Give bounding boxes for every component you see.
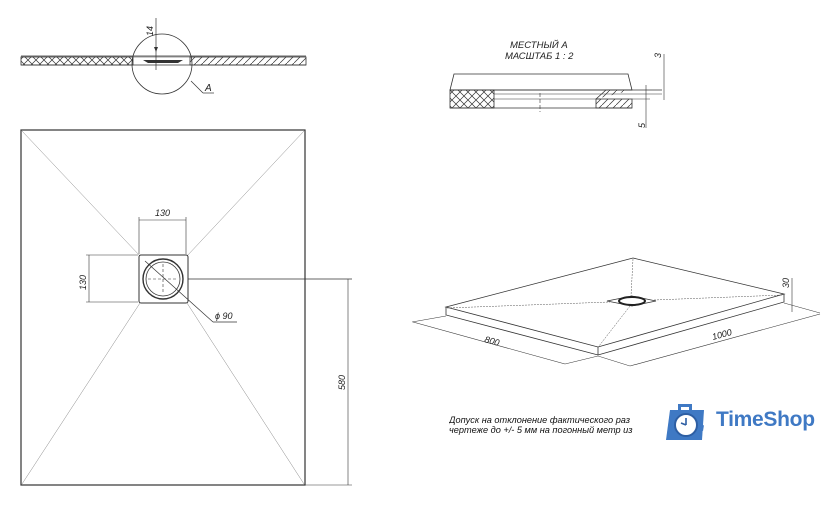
detail-title-line2: МАСШТАБ 1 : 2	[505, 51, 574, 62]
briefcase-clock-icon	[666, 404, 704, 440]
detail-dim-bottom: 5	[637, 122, 647, 128]
drain-offset-label: 580	[337, 375, 347, 390]
detail-title-line1: МЕСТНЫЙ А	[510, 39, 568, 51]
plan-view	[20, 129, 352, 486]
iso-length-label: 1000	[711, 327, 733, 342]
detail-marker: A	[204, 83, 212, 94]
iso-width-label: 800	[483, 334, 500, 348]
logo-text: TimeShop	[716, 408, 815, 431]
iso-height-label: 30	[781, 278, 791, 288]
section-view	[20, 18, 307, 95]
tolerance-note-line1: Допуск на отклонение фактического раз	[449, 415, 630, 425]
drain-height-label: 130	[78, 275, 88, 290]
tolerance-note-line2: чертеже до +/- 5 мм на погонный метр из	[449, 425, 633, 435]
drain-diameter-label: ϕ 90	[215, 311, 233, 321]
tolerance-note: Допуск на отклонение фактического раз че…	[449, 415, 654, 435]
detail-dim-top: 3	[653, 53, 663, 58]
isometric-view	[411, 257, 821, 367]
drain-width-label: 130	[155, 208, 170, 218]
detail-view	[449, 54, 665, 128]
section-thickness-label: 14	[145, 26, 155, 36]
timeshop-logo: TimeShop	[664, 398, 815, 442]
